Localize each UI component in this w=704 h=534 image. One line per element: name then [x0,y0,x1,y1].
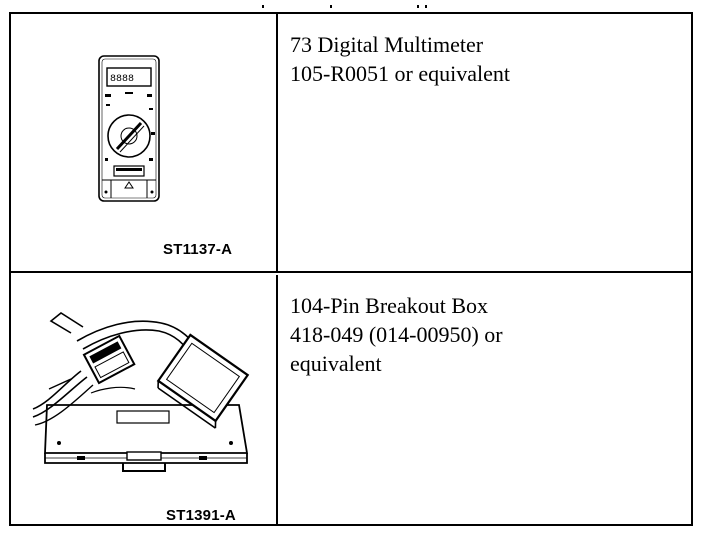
scan-artifact-marks [262,5,427,8]
tool-name: 73 Digital Multimeter [290,32,484,57]
description-cell: 73 Digital Multimeter 105-R0051 or equiv… [280,14,691,271]
illustration-cell: 8888 [11,14,278,271]
figure-label: ST1137-A [163,241,233,258]
tool-row-breakout-box: ST1391-A 104-Pin Breakout Box 418-049 (0… [11,275,691,524]
tool-row-multimeter: 8888 [11,14,691,273]
description-cell: 104-Pin Breakout Box 418-049 (014-00950)… [280,275,691,524]
part-number: 105-R0051 or equivalent [290,61,510,86]
svg-text:8888: 8888 [110,74,134,85]
figure-label: ST1391-A [166,507,236,524]
part-number: 418-049 (014-00950) or [290,322,503,347]
part-number-note: equivalent [290,351,382,376]
digital-multimeter-illustration: 8888 [98,55,160,202]
tool-name: 104-Pin Breakout Box [290,293,488,318]
special-tools-table: 8888 [9,12,693,526]
illustration-cell: ST1391-A [11,275,278,524]
breakout-box-illustration [32,312,250,472]
